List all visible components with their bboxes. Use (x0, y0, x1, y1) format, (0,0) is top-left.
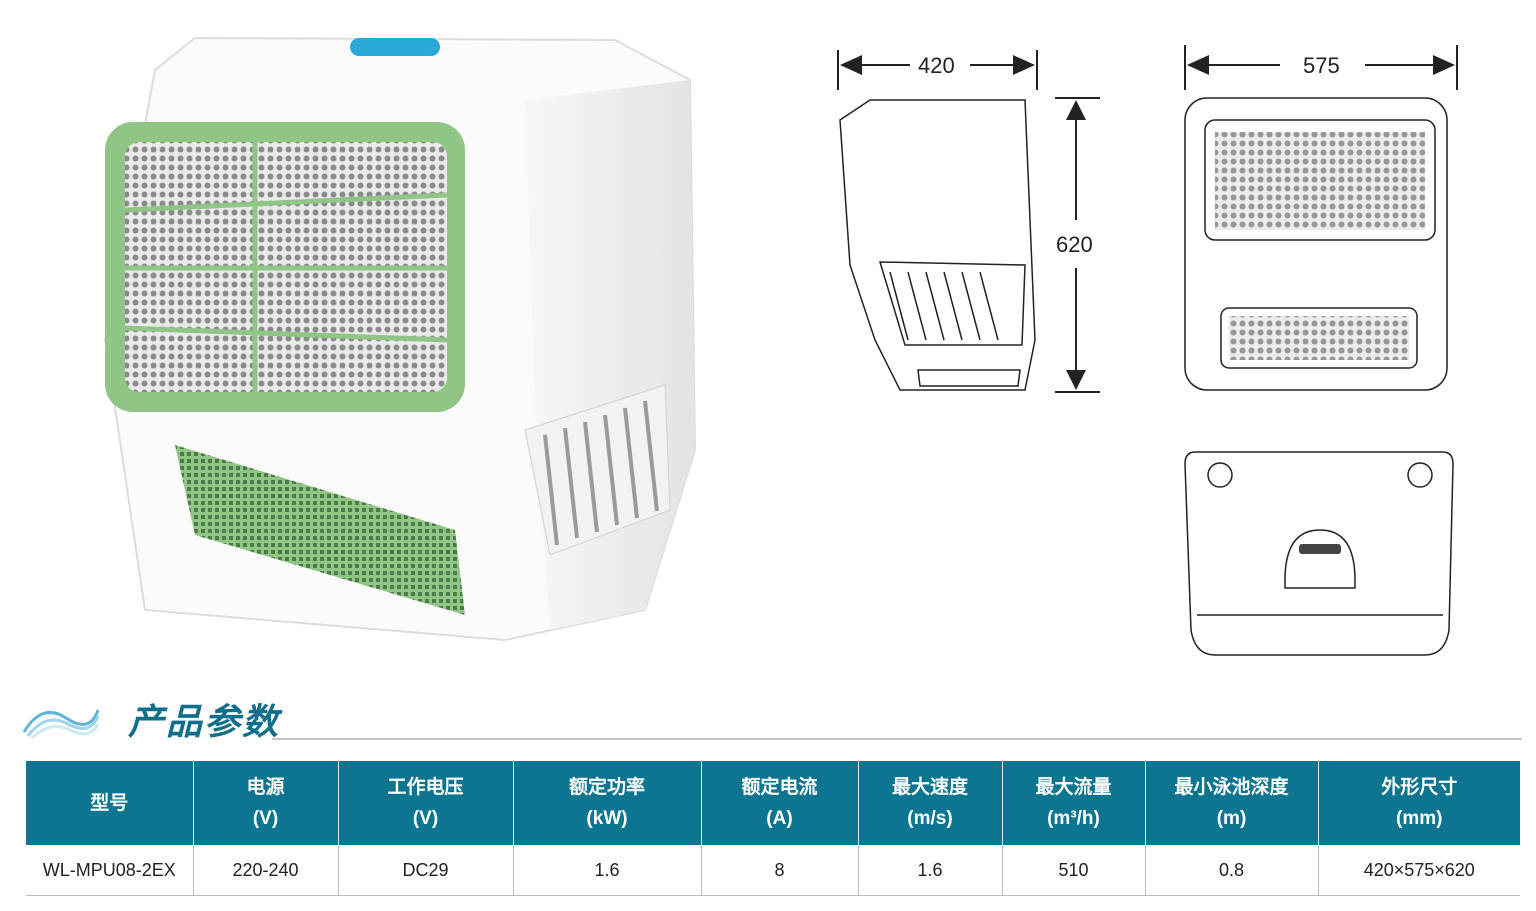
front-view-drawing: 575 (1184, 45, 1458, 391)
section-heading: 产品参数 (22, 700, 1522, 748)
cell-power-supply: 220-240 (193, 845, 339, 896)
height-dimension: 620 (1056, 232, 1093, 257)
side-view-drawing: 420 620 (837, 50, 1100, 393)
front-width-dimension: 575 (1303, 53, 1340, 78)
cell-rated-power: 1.6 (513, 845, 702, 896)
cell-min-pool-depth: 0.8 (1145, 845, 1319, 896)
header-model: 型号 (26, 761, 194, 845)
section-title: 产品参数 (128, 701, 281, 742)
spec-table: 型号 电源(V) 工作电压(V) 额定功率(kW) 额定电流(A) 最大速度(m… (26, 761, 1520, 896)
header-max-speed: 最大速度(m/s) (858, 761, 1003, 845)
cell-max-flow: 510 (1002, 845, 1146, 896)
cell-working-voltage: DC29 (338, 845, 514, 896)
header-working-voltage: 工作电压(V) (338, 761, 514, 845)
bottom-view-drawing (1184, 451, 1454, 656)
header-max-flow: 最大流量(m³/h) (1002, 761, 1146, 845)
wave-logo-icon (22, 709, 100, 738)
header-power-supply: 电源(V) (193, 761, 339, 845)
table-header-row: 型号 电源(V) 工作电压(V) 额定功率(kW) 额定电流(A) 最大速度(m… (26, 761, 1520, 845)
cell-model: WL-MPU08-2EX (26, 845, 194, 896)
cell-max-speed: 1.6 (858, 845, 1003, 896)
header-min-pool-depth: 最小泳池深度(m) (1145, 761, 1319, 845)
product-render (103, 36, 697, 642)
header-dimensions: 外形尺寸(mm) (1318, 761, 1520, 845)
heading-divider (272, 738, 1522, 740)
header-rated-current: 额定电流(A) (701, 761, 859, 845)
cell-dimensions: 420×575×620 (1318, 845, 1520, 896)
cell-rated-current: 8 (701, 845, 859, 896)
side-width-dimension: 420 (918, 53, 955, 78)
header-rated-power: 额定功率(kW) (513, 761, 702, 845)
table-row: WL-MPU08-2EX 220-240 DC29 1.6 8 1.6 510 … (26, 845, 1520, 896)
